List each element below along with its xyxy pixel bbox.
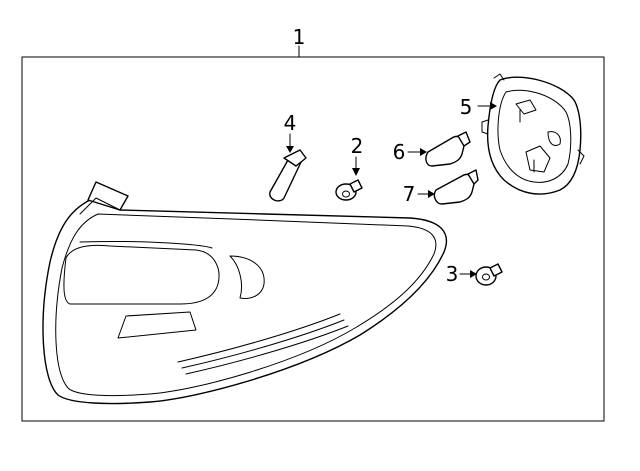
callout-7: 7 (403, 182, 416, 206)
callout-2: 2 (351, 134, 364, 158)
callout-1: 1 (293, 25, 306, 49)
bolt (459, 263, 503, 286)
tail-lamp-lens (42, 181, 448, 405)
bulb-lower (417, 169, 479, 205)
callout-6: 6 (393, 140, 406, 164)
socket-pin (269, 133, 307, 202)
assembly-frame (21, 56, 605, 422)
lamp-housing (477, 73, 585, 195)
bulb-upper (407, 131, 471, 167)
callout-5: 5 (460, 95, 473, 119)
callout-3: 3 (446, 262, 459, 286)
callout-4: 4 (284, 111, 297, 135)
screw (335, 156, 363, 201)
